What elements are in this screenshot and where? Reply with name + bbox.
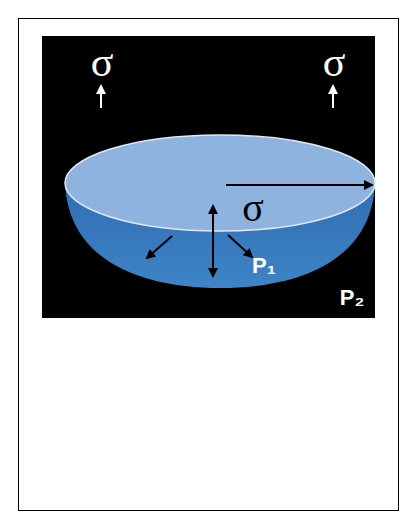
panel xyxy=(42,36,375,318)
radius-arrow xyxy=(226,184,372,186)
stress-symbol: σ xyxy=(323,41,346,83)
top-surface xyxy=(65,135,375,231)
frame xyxy=(19,19,399,511)
tension-arrow xyxy=(212,206,214,276)
pressure-arrow xyxy=(147,236,172,258)
stress-symbol: σ xyxy=(91,41,114,83)
pressure-arrow xyxy=(228,235,252,257)
tension-arrow xyxy=(332,86,334,108)
stress-symbol: σ xyxy=(242,188,264,228)
tension-arrow xyxy=(100,86,102,108)
pressure-label: P₁ xyxy=(252,255,276,277)
pressure-label: P₂ xyxy=(340,287,364,309)
